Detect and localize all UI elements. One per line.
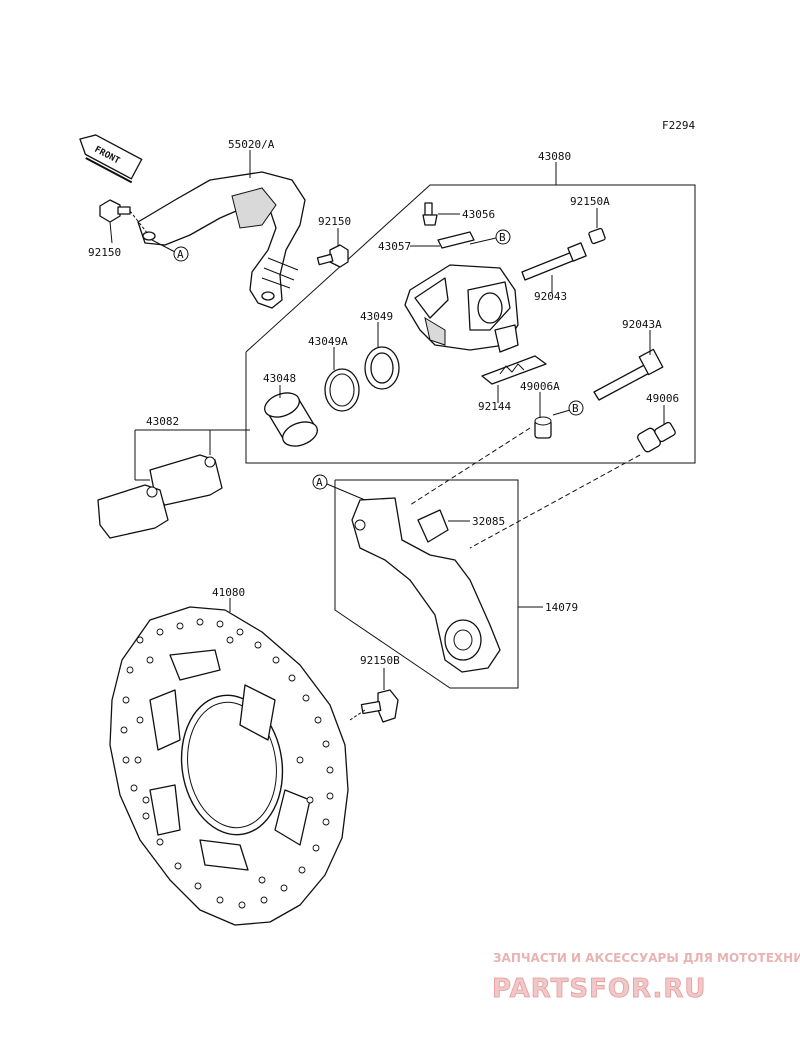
slide-pin-92043 <box>521 242 587 281</box>
label-32085: 32085 <box>472 515 505 528</box>
piston-seal-43049 <box>364 346 400 390</box>
pad-retainer-32085 <box>417 509 449 543</box>
bushing-49006A <box>534 416 552 439</box>
bolt-92150-left <box>99 199 131 223</box>
label-92144: 92144 <box>478 400 511 413</box>
bolt-92150B <box>360 689 399 723</box>
label-43056: 43056 <box>462 208 495 221</box>
piston-43048 <box>264 392 318 447</box>
svg-text:A: A <box>316 476 323 489</box>
brake-pad-front <box>149 454 223 506</box>
callout-b-top <box>495 229 511 245</box>
label-43082: 43082 <box>146 415 179 428</box>
front-arrow-icon: FRONT <box>79 134 143 184</box>
label-14079: 14079 <box>545 601 578 614</box>
label-92043A: 92043A <box>622 318 662 331</box>
brake-disc <box>109 606 349 926</box>
label-49006: 49006 <box>646 392 679 405</box>
caliper-guard <box>137 171 306 309</box>
label-92150-left: 92150 <box>88 246 121 259</box>
caliper-bracket <box>351 497 501 673</box>
label-41080: 41080 <box>212 586 245 599</box>
label-92150-right: 92150 <box>318 215 351 228</box>
caliper-body <box>404 264 519 353</box>
pad-spring-92144 <box>481 355 547 385</box>
bleeder-valve <box>422 202 438 226</box>
label-92150A: 92150A <box>570 195 610 208</box>
svg-text:A: A <box>177 248 184 261</box>
callout-a-bottom <box>312 474 328 490</box>
piston-seal-43049A <box>324 368 360 412</box>
callout-b-bottom <box>568 400 584 416</box>
svg-text:B: B <box>572 402 579 415</box>
callout-a-top <box>173 246 189 262</box>
cap-92150A <box>588 227 606 245</box>
label-92043: 92043 <box>534 290 567 303</box>
label-49006A: 49006A <box>520 380 560 393</box>
watermark-brand: PARTSFOR.RU <box>492 974 706 1004</box>
caliper-assembly-frame <box>245 184 696 464</box>
label-43049: 43049 <box>360 310 393 323</box>
figure-id: F2294 <box>662 119 695 132</box>
bolt-92150-right <box>316 244 349 268</box>
pin-boot-49006 <box>637 421 676 453</box>
svg-text:B: B <box>499 231 506 244</box>
bracket-frame <box>334 479 519 689</box>
watermark-tagline: ЗАПЧАСТИ И АКСЕССУАРЫ ДЛЯ МОТОТЕХНИКИ <box>493 951 800 965</box>
slide-pin-92043A <box>593 348 664 401</box>
label-43057: 43057 <box>378 240 411 253</box>
label-43049A: 43049A <box>308 335 348 348</box>
brake-pad-rear <box>97 484 169 539</box>
label-43080: 43080 <box>538 150 571 163</box>
label-55020A: 55020/A <box>228 138 275 151</box>
label-43048: 43048 <box>263 372 296 385</box>
label-92150B: 92150B <box>360 654 400 667</box>
dust-cap <box>437 231 475 249</box>
disc-holes <box>120 618 334 909</box>
